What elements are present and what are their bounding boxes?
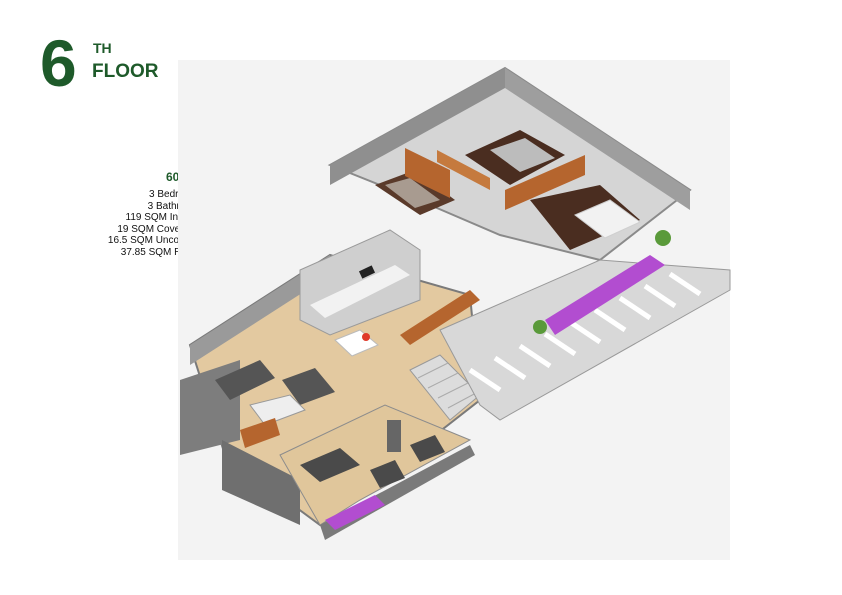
kitchen-counter	[310, 265, 410, 318]
unit-bedrooms: 3 Bedrooms	[149, 189, 203, 200]
front-flowers	[325, 495, 385, 530]
wall-upper-left	[330, 68, 505, 185]
wardrobe-2	[505, 155, 585, 210]
wall-front-left	[222, 440, 300, 525]
floor-number: 6	[40, 26, 77, 100]
lounge-chair-2	[410, 435, 445, 462]
unit-uncovered-veranda: 16.5 SQM Uncovered Veranda	[107, 235, 245, 246]
flower-bed	[545, 255, 665, 335]
lounge-chair-1	[370, 460, 405, 488]
wood-divider	[400, 290, 480, 345]
bed-1	[490, 138, 555, 172]
floor-label: FLOOR	[92, 61, 159, 82]
outdoor-table	[300, 448, 360, 482]
bed-2	[574, 199, 641, 239]
covered-veranda	[279, 404, 472, 526]
floor-suffix: TH	[93, 40, 112, 56]
tv-console	[240, 418, 280, 448]
cooktop	[358, 265, 376, 279]
bed-3	[385, 178, 440, 208]
wardrobe-3	[437, 150, 490, 190]
unit-bathrooms: 3 Bathrooms	[147, 200, 205, 212]
plant-2	[655, 230, 671, 246]
sofa-1	[215, 360, 275, 400]
wall-left	[190, 255, 330, 365]
unit-roof-terrace: 37.85 SQM Roof Terrace	[120, 246, 232, 258]
roof-terrace	[439, 259, 731, 421]
terrace-grating	[468, 271, 702, 393]
unit-covered-veranda: 19 SQM Covered Veranda	[117, 223, 235, 235]
plant-1	[533, 320, 547, 334]
table-decoration	[362, 333, 370, 341]
coffee-table	[249, 394, 306, 426]
wall-upper-right	[505, 68, 690, 210]
outdoor-heater	[387, 420, 401, 452]
wardrobe-1	[405, 148, 450, 198]
sofa-2	[282, 368, 335, 405]
unit-internal-area: 119 SQM Internal Area	[125, 212, 227, 223]
